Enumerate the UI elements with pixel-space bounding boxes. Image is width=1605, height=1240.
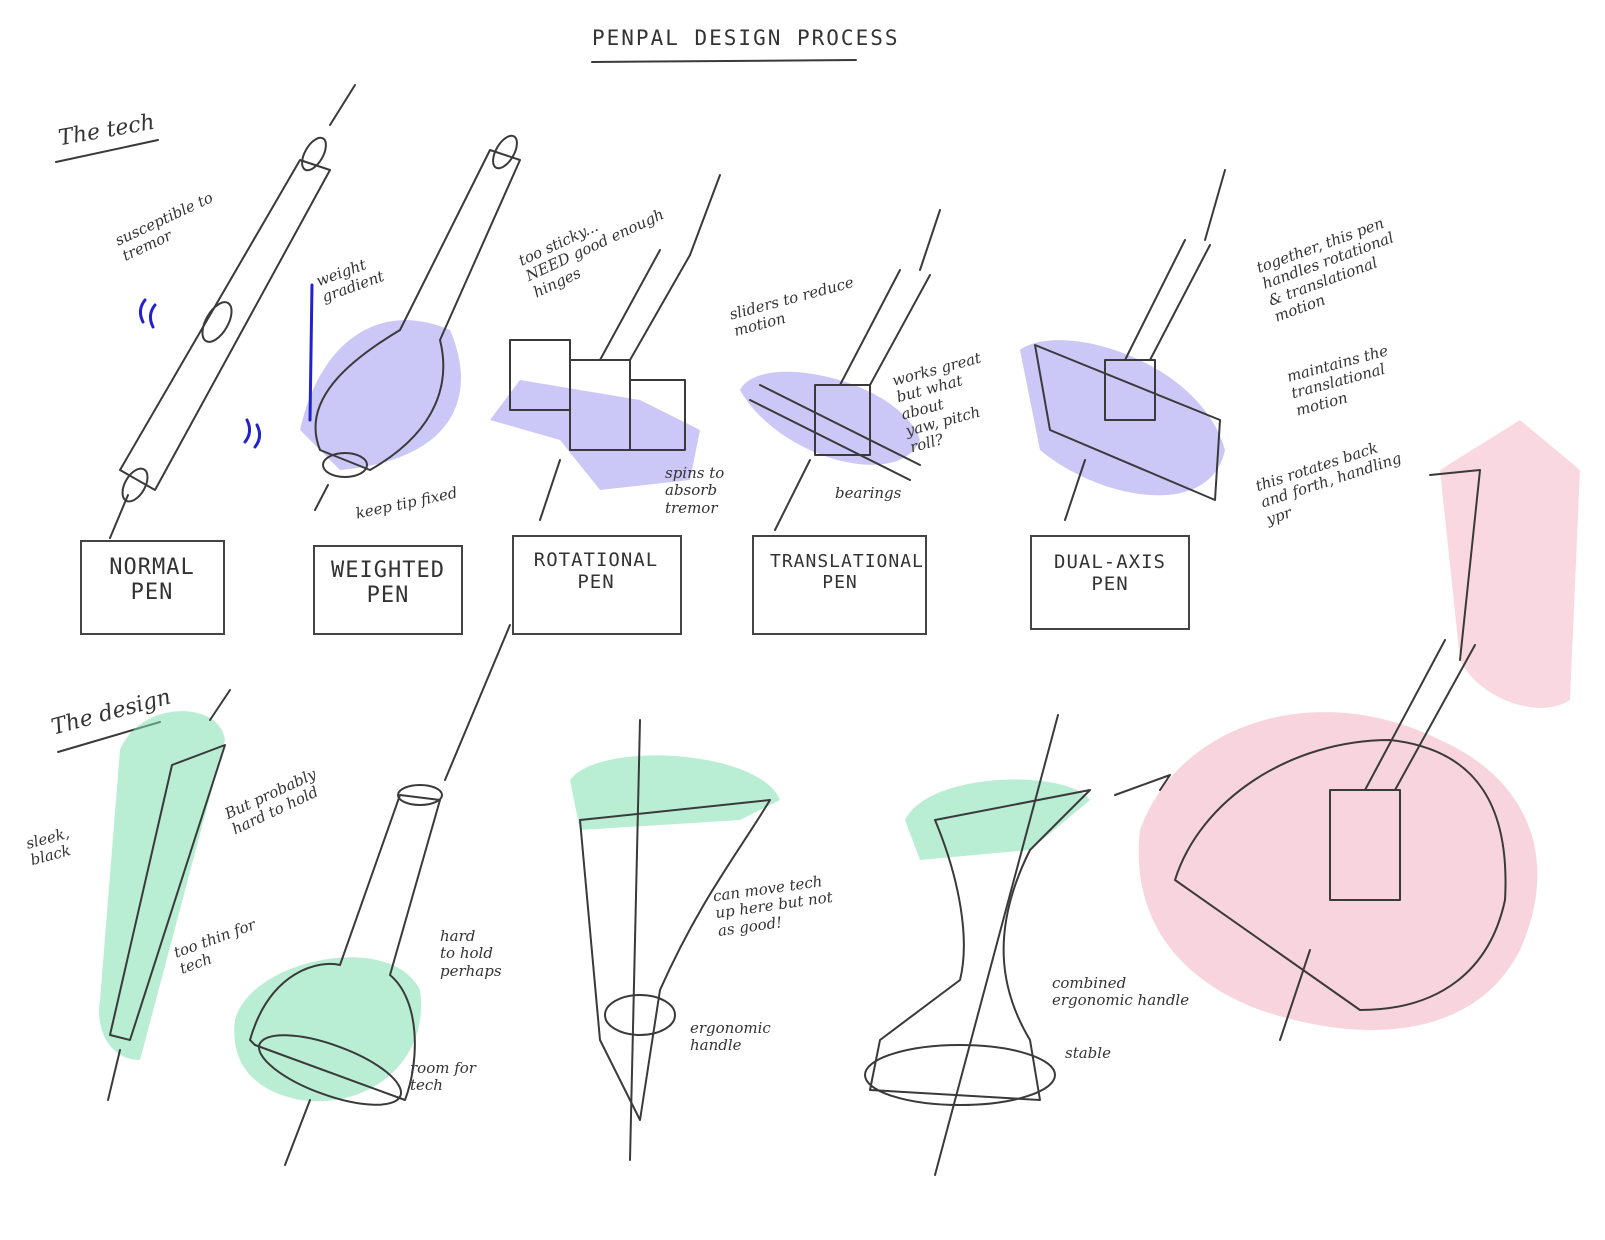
dual-axis-pen-label: DUAL-AXIS PEN xyxy=(1040,552,1180,596)
tremor-marks xyxy=(140,300,259,447)
final-highlight-top xyxy=(1440,420,1580,708)
room-note: room for tech xyxy=(410,1060,476,1095)
bearings-note: bearings xyxy=(835,485,901,502)
title-underline xyxy=(592,60,856,62)
page-title: PENPAL DESIGN PROCESS xyxy=(592,26,900,50)
translational-pen-label: TRANSLATIONAL PEN xyxy=(770,552,910,593)
ergonomic-highlight xyxy=(570,755,780,830)
stable-note: stable xyxy=(1065,1045,1111,1062)
sleek-highlight xyxy=(99,711,225,1060)
weighted-pen-label: WEIGHTED PEN xyxy=(318,558,458,609)
rotational-pen-label: ROTATIONAL PEN xyxy=(526,550,666,594)
normal-pen-label: NORMAL PEN xyxy=(82,555,222,606)
spins-note: spins to absorb tremor xyxy=(665,465,724,517)
combined-note: combined ergonomic handle xyxy=(1052,975,1189,1010)
ergonomic-note: ergonomic handle xyxy=(690,1020,771,1055)
combined-highlight xyxy=(905,780,1090,860)
normal-pen-sketch xyxy=(110,85,355,538)
dual-axis-highlight xyxy=(1020,340,1225,495)
hard-perhaps-note: hard to hold perhaps xyxy=(440,928,502,980)
final-highlight xyxy=(1139,712,1538,1030)
